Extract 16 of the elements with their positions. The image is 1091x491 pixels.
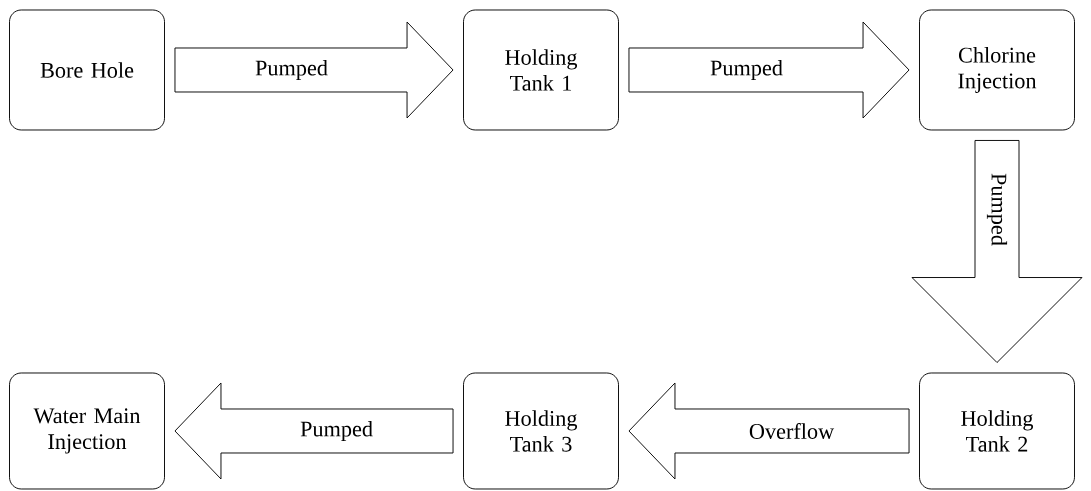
edge-label: Pumped (255, 59, 328, 81)
block-arrow (911, 140, 1083, 363)
edge-label: Pumped (300, 420, 373, 442)
process-box: Water Main Injection (9, 372, 165, 490)
edge-label: Pumped (710, 59, 783, 81)
process-box: Chlorine Injection (919, 9, 1075, 131)
block-arrow (174, 21, 454, 119)
edge-label: Overflow (749, 423, 835, 439)
process-box: Bore Hole (9, 9, 165, 131)
process-box: Holding Tank 1 (463, 9, 619, 131)
block-arrow (628, 21, 910, 119)
block-arrow (628, 382, 910, 480)
process-box: Holding Tank 2 (919, 372, 1075, 490)
block-arrow (174, 382, 454, 480)
edge-label: Pumped (986, 173, 1008, 246)
process-box: Holding Tank 3 (463, 372, 619, 490)
